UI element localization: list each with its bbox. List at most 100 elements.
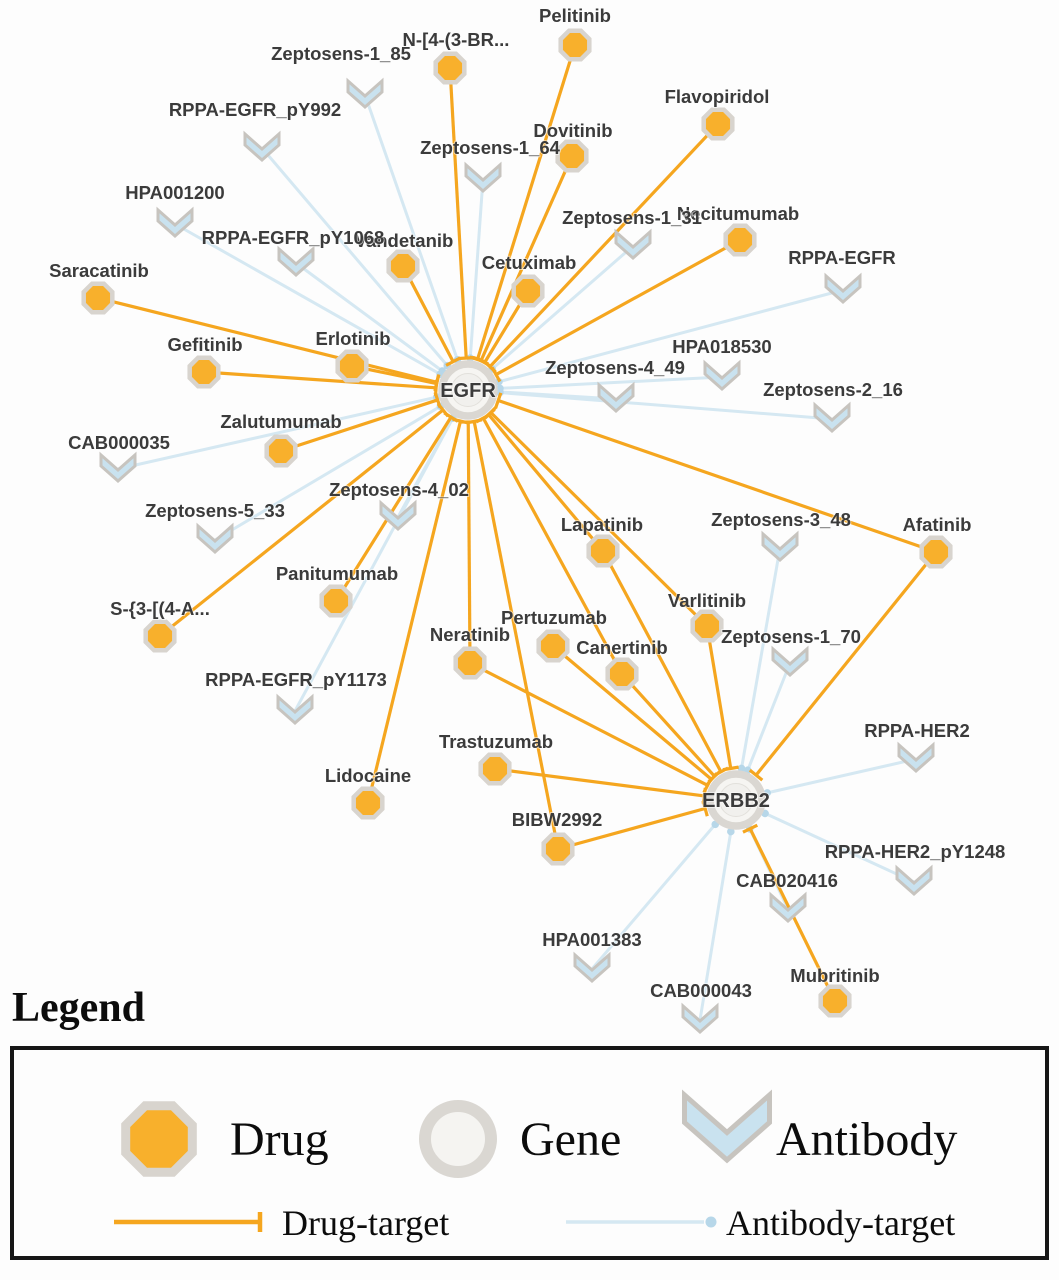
node-label-zalutumumab: Zalutumumab [220,411,341,432]
antibody-node-zeptosens-4-02[interactable] [379,499,417,532]
node-label-zeptosens-3-48: Zeptosens-3_48 [711,509,851,530]
antibody-node-rppa-egfr-py1173[interactable] [276,693,314,726]
drug-node-erlotinib[interactable] [335,349,369,383]
drug-node-canertinib[interactable] [605,657,639,691]
edge-drug-target-s3-4a-egfr [159,402,450,638]
antibody-node-hpa018530[interactable] [703,359,741,392]
node-label-hpa018530: HPA018530 [672,336,771,357]
antibody-node-zeptosens-2-16[interactable] [813,401,851,434]
drug-node-lapatinib[interactable] [586,534,620,568]
antibody-target-legend-label: Antibody-target [726,1203,956,1243]
antibody-node-cab000035[interactable] [99,451,137,484]
node-label-cetuximab: Cetuximab [482,252,577,273]
drug-node-bibw2992[interactable] [541,832,575,866]
drug-node-panitumumab[interactable] [319,584,353,618]
drug-node-flavopiridol[interactable] [701,107,735,141]
antibody-node-rppa-her2-py1248[interactable] [895,864,933,897]
node-label-vandetanib: Vandetanib [355,230,454,251]
drug-node-lidocaine[interactable] [351,786,385,820]
drug-node-trastuzumab[interactable] [478,752,512,786]
edge-drug-target-n4-3br-egfr [448,67,475,361]
antibody-node-rppa-egfr-py1068[interactable] [277,245,315,278]
node-label-panitumumab: Panitumumab [276,563,398,584]
edge-drug-target-zalutumumab-egfr [280,391,442,453]
legend-title: Legend [12,985,146,1031]
drug-node-pelitinib[interactable] [558,28,592,62]
edge-antibody-target-zeptosens-5-33-egfr [214,402,445,542]
node-label-lidocaine: Lidocaine [325,765,411,786]
edge-antibody-target-zeptosens-1-85-egfr [363,94,462,364]
antibody-node-zeptosens-1-70[interactable] [771,645,809,678]
edge-drug-target-flavopiridol-egfr [482,122,720,374]
drug-node-n4-3br[interactable] [433,51,467,85]
edge-drug-target-varlitinib-egfr [484,405,709,628]
edge-antibody-target-hpa001200-egfr [174,222,444,379]
edge-drug-target-vandetanib-egfr [401,265,461,367]
drug-node-gefitinib[interactable] [187,355,221,389]
node-label-gefitinib: Gefitinib [167,334,242,355]
node-label-varlitinib: Varlitinib [668,590,746,611]
drug-node-necitumumab[interactable] [723,223,757,257]
edge-antibody-target-rppa-egfr-py1173-egfr [293,414,457,712]
gene-legend-label: Gene [520,1113,622,1166]
edge-drug-target-neratinib-erbb2 [469,661,713,794]
node-label-zeptosens-1-31: Zeptosens-1_31 [562,207,702,228]
edge-drug-target-pelitinib-egfr [469,44,577,364]
antibody-node-rppa-her2[interactable] [897,741,935,774]
gene-node-erbb2[interactable] [706,770,766,830]
node-label-egfr: EGFR [440,380,496,402]
antibody-node-zeptosens-4-49[interactable] [597,381,635,414]
edge-drug-target-afatinib-egfr [494,392,937,554]
edge-antibody-target-cab000035-egfr [117,393,441,471]
drug-node-varlitinib[interactable] [690,609,724,643]
antibody-node-rppa-egfr-py992[interactable] [243,130,281,163]
antibody-legend-label: Antibody [776,1113,958,1166]
edge-antibody-target-hpa001383-erbb2 [590,820,720,970]
antibody-node-zeptosens-1-31[interactable] [614,228,652,261]
drug-target-line-sample [114,1212,263,1232]
edge-drug-target-neratinib-egfr [460,420,477,664]
edge-drug-target-lapatinib-erbb2 [601,550,729,777]
antibody-node-zeptosens-3-48[interactable] [761,530,799,563]
node-label-cab000035: CAB000035 [68,432,170,453]
edge-drug-target-varlitinib-erbb2 [705,625,739,772]
drug-node-saracatinib[interactable] [81,281,115,315]
antibody-node-zeptosens-5-33[interactable] [196,522,234,555]
drug-node-zalutumumab[interactable] [264,434,298,468]
antibody-node-cab000043[interactable] [681,1002,719,1035]
node-label-dovitinib: Dovitinib [533,120,612,141]
node-label-neratinib: Neratinib [430,624,510,645]
drug-node-s3-4a[interactable] [143,619,177,653]
drug-node-cetuximab[interactable] [511,274,545,308]
drug-node-pertuzumab[interactable] [536,629,570,663]
drug-node-vandetanib[interactable] [386,249,420,283]
legend-box: Drug Gene Antibody Drug-target Antibody-… [10,1046,1049,1260]
gene-legend-icon [419,1100,497,1178]
edge-antibody-target-rppa-egfr-py992-egfr [260,147,452,370]
edge-drug-target-bibw2992-egfr [465,418,560,850]
node-label-zeptosens-1-70: Zeptosens-1_70 [721,626,861,647]
node-label-zeptosens-1-85: Zeptosens-1_85 [271,43,411,64]
node-label-saracatinib: Saracatinib [49,260,149,281]
antibody-node-hpa001200[interactable] [156,206,194,239]
drug-node-dovitinib[interactable] [555,139,589,173]
node-label-hpa001200: HPA001200 [125,182,224,203]
node-label-rppa-egfr-py1173: RPPA-EGFR_pY1173 [205,669,387,690]
node-label-necitumumab: Necitumumab [677,203,799,224]
node-label-rppa-egfr: RPPA-EGFR [788,247,896,268]
drug-node-neratinib[interactable] [453,646,487,680]
antibody-node-zeptosens-1-85[interactable] [346,77,384,110]
antibody-node-hpa001383[interactable] [573,951,611,984]
node-label-lapatinib: Lapatinib [561,514,643,535]
edge-antibody-target-rppa-egfr-py1068-egfr [295,261,447,375]
edge-drug-target-saracatinib-egfr [97,296,441,391]
antibody-node-rppa-egfr[interactable] [824,272,862,305]
edge-drug-target-pertuzumab-erbb2 [551,644,718,787]
node-label-mubritinib: Mubritinib [790,965,879,986]
node-label-s3-4a: S-{3-[(4-A... [110,598,210,619]
drug-node-afatinib[interactable] [919,535,953,569]
drug-node-mubritinib[interactable] [818,984,852,1018]
antibody-node-cab020416[interactable] [769,891,807,924]
gene-node-egfr[interactable] [438,360,498,420]
antibody-node-zeptosens-1-64[interactable] [464,161,502,194]
